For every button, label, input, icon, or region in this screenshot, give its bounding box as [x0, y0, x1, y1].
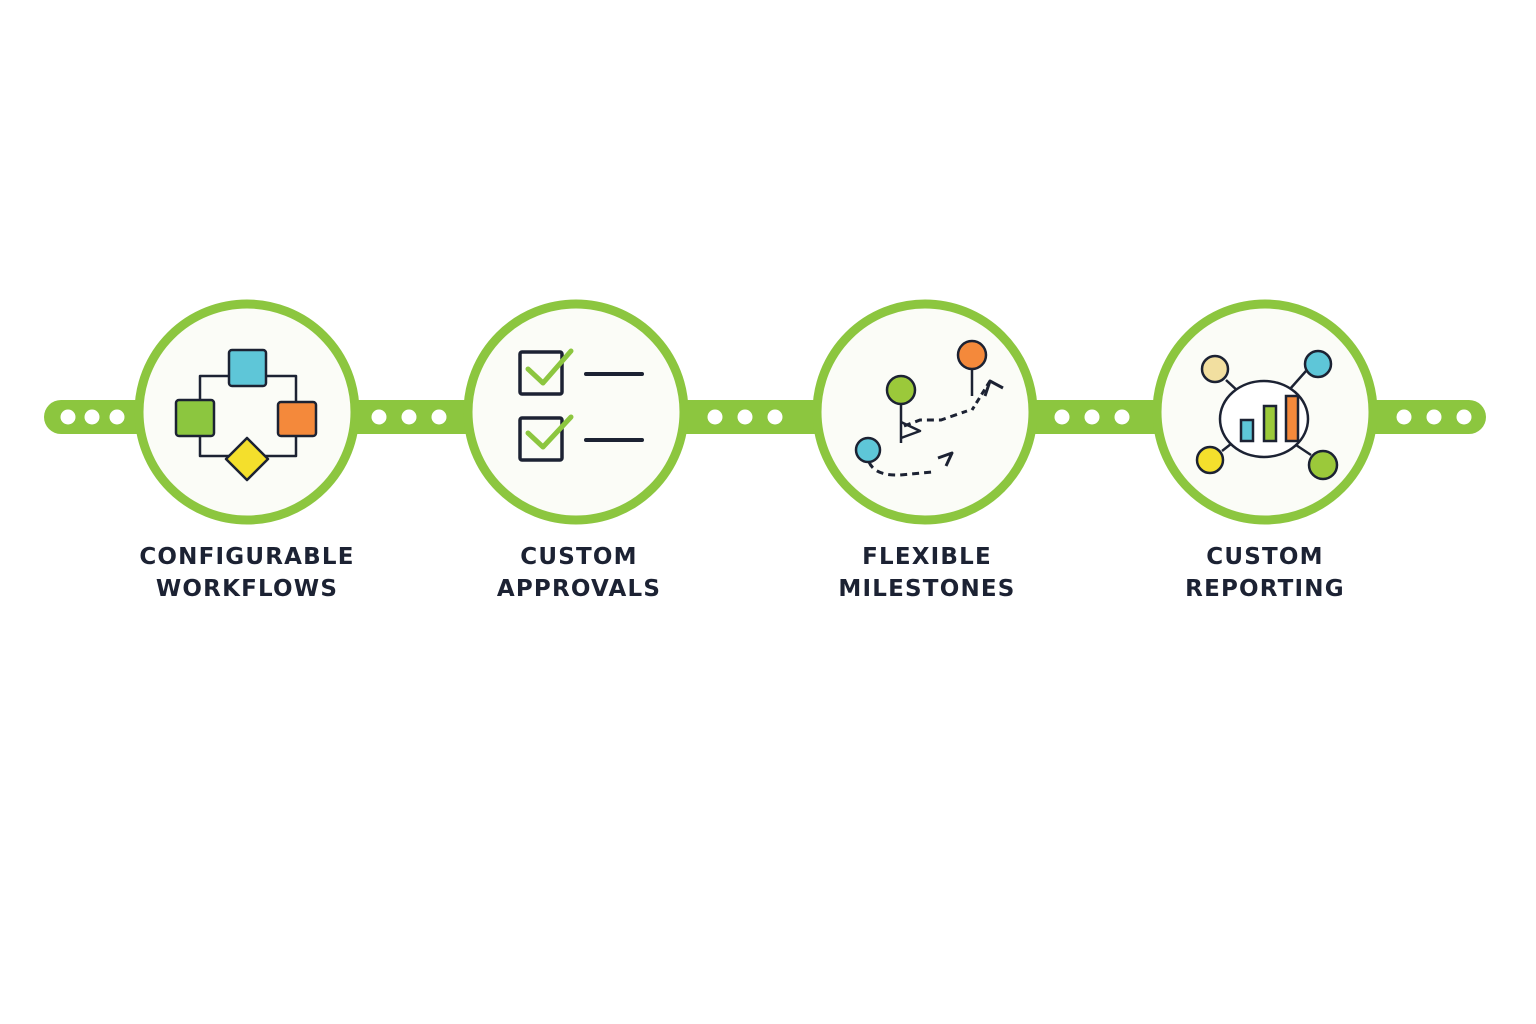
- checklist-icon: [518, 348, 644, 462]
- label-line-1: CUSTOM: [1206, 544, 1324, 570]
- milestone-path-icon: [854, 339, 1004, 477]
- label-line-1: CUSTOM: [520, 544, 638, 570]
- label-custom-reporting: CUSTOM REPORTING: [1135, 541, 1395, 605]
- label-line-2: WORKFLOWS: [155, 576, 339, 602]
- step-circle-configurable-workflows: [134, 299, 360, 525]
- label-line-2: APPROVALS: [496, 576, 662, 602]
- workflow-icon: [174, 348, 318, 482]
- step-circle-custom-reporting: [1152, 299, 1378, 525]
- label-line-1: FLEXIBLE: [862, 544, 992, 570]
- label-configurable-workflows: CONFIGURABLE WORKFLOWS: [117, 541, 377, 605]
- label-flexible-milestones: FLEXIBLE MILESTONES: [797, 541, 1057, 605]
- label-line-2: MILESTONES: [838, 576, 1016, 602]
- connector-dots: [60, 409, 1472, 425]
- label-custom-approvals: CUSTOM APPROVALS: [449, 541, 709, 605]
- label-line-1: CONFIGURABLE: [139, 544, 355, 570]
- reporting-network-icon: [1195, 349, 1339, 481]
- connector-bar: [44, 400, 1486, 434]
- step-circle-custom-approvals: [463, 299, 689, 525]
- label-line-2: REPORTING: [1185, 576, 1345, 602]
- step-circle-flexible-milestones: [812, 299, 1038, 525]
